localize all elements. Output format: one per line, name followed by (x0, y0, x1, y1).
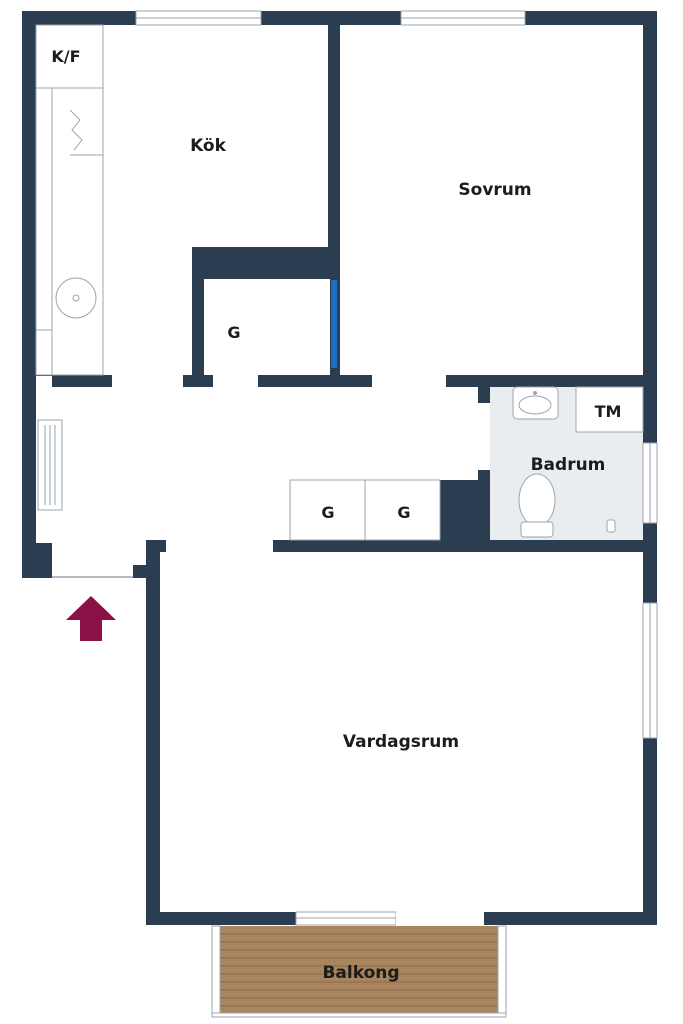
balcony (211, 925, 507, 1018)
bathroom-fixtures (512, 386, 644, 538)
closet-door-highlight (331, 280, 337, 368)
washing-machine-box (575, 386, 644, 433)
closet-label-hall-2: G (397, 503, 410, 522)
toilet-icon (518, 473, 556, 527)
fixture-label-tm: TM (595, 402, 622, 421)
fixture-label-kf: K/F (51, 47, 80, 66)
room-label-kok: Kök (190, 136, 227, 156)
room-label-vardagsrum: Vardagsrum (343, 732, 459, 752)
hall-closets (289, 479, 441, 541)
closet-label-hall-1: G (321, 503, 334, 522)
drain-icon (606, 519, 616, 533)
radiator-icon (37, 419, 63, 511)
room-label-badrum: Badrum (531, 455, 606, 475)
entrance-arrow-icon (66, 596, 116, 641)
walls (22, 11, 657, 925)
room-label-balkong: Balkong (322, 963, 399, 983)
windows (135, 10, 658, 926)
closet-label-kitchen: G (227, 323, 240, 342)
kitchen-counter (35, 24, 104, 376)
room-label-sovrum: Sovrum (458, 180, 531, 200)
